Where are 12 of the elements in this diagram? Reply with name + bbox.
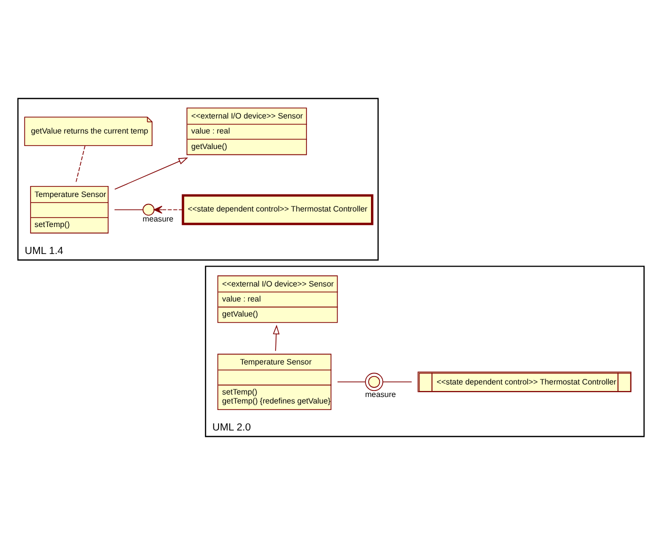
arrow bbox=[154, 206, 184, 214]
arrow bbox=[114, 158, 188, 190]
node-circle bbox=[142, 204, 154, 216]
node-label: measure bbox=[142, 214, 174, 224]
arrow bbox=[272, 324, 280, 352]
connector bbox=[75, 145, 86, 184]
node-label: measure bbox=[365, 390, 396, 399]
connector bbox=[114, 209, 144, 210]
node-circle bbox=[365, 372, 384, 391]
node-box: <<state dependent control>> Thermostat Controller bbox=[182, 194, 374, 226]
connector bbox=[382, 381, 412, 382]
connector bbox=[337, 381, 366, 382]
